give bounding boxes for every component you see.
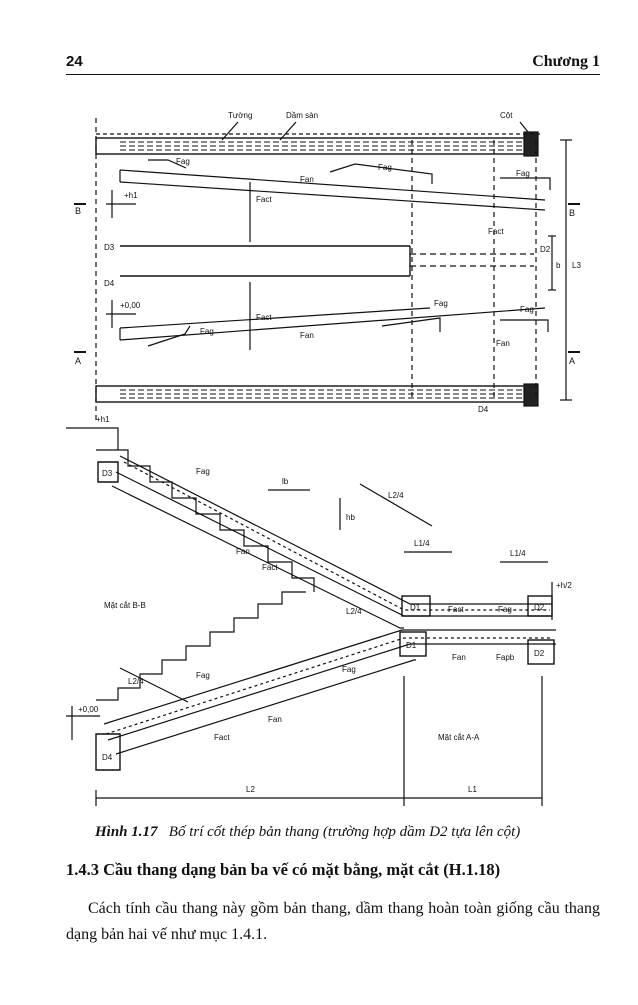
sec-l1-4-label-a: L1/4 [414,539,430,548]
section-aa-title: Mặt cắt A-A [438,733,480,742]
beam-d3-label: D3 [104,243,115,252]
body-paragraph: Cách tính cầu thang này gồm bản thang, d… [66,900,600,943]
figure-caption: Hình 1.17 Bố trí cốt thép bản thang (trư… [95,824,595,841]
sec-fag-label-3: Fag [342,665,356,674]
sec-l2-4-label-c: L2/4 [128,677,144,686]
sec-d3-label: D3 [102,469,113,478]
fan-label-2: Fan [300,331,314,340]
section-bb [66,427,553,629]
sec-fan-label-2: Fan [452,653,466,662]
plan-view [74,118,580,420]
sec-fact-label-2: Fact [448,605,464,614]
beam-d4-bottom-label: D4 [478,405,489,414]
fan-label-1: Fan [300,175,314,184]
sec-d1-label-b: D1 [406,641,417,650]
level-h1-label: +h1 [124,191,138,200]
fag-label-4: Fag [200,327,214,336]
section-heading: 1.4.3 Cầu thang dạng bản ba vế có mặt bằ… [66,860,501,879]
sec-hb-label: hb [346,513,355,522]
section-bb-title: Mặt cắt B-B [104,601,146,610]
sec-zero-label: +0,00 [78,705,99,714]
sec-h2-label: +h/2 [556,581,572,590]
fan-label-3: Fan [496,339,510,348]
fact-label-1: Fact [256,195,272,204]
dim-b-label: b [556,261,561,270]
wall-label: Tường [228,111,252,120]
figure-caption-text: Bố trí cốt thép bản thang (trường hợp dầ… [168,824,521,840]
beam-d4-label: D4 [104,279,115,288]
sec-lb-label: lb [282,477,289,486]
sec-fag-label-1: Fag [196,467,210,476]
chapter-title: Chương 1 [532,53,600,70]
sec-fact-label-3: Fact [214,733,230,742]
sec-l2-4-label-b: L2/4 [346,607,362,616]
sec-fag-label-4: Fag [196,671,210,680]
fag-label-3: Fag [516,169,530,178]
section-a-right: A [569,356,575,366]
sec-fan-label-3: Fan [268,715,282,724]
section-aa [66,591,556,806]
figure-number: Hình 1.17 [95,824,158,840]
fag-label-5: Fag [434,299,448,308]
sec-h1-label: +h1 [96,415,110,424]
sec-d2-label-a: D2 [534,603,545,612]
dim-l3-label: L3 [572,261,581,270]
sec-d1-label-a: D1 [410,603,421,612]
sec-fapb-label: Fapb [496,653,515,662]
dim-l1-label: L1 [468,785,477,794]
floor-beam-label: Dầm sàn [286,111,318,120]
section-b-right: B [569,208,575,218]
page-number: 24 [66,53,83,70]
page-header: 24 Chương 1 [66,48,600,75]
sec-d2-label-b: D2 [534,649,545,658]
section-a-left: A [75,356,81,366]
fag-label-6: Fag [520,305,534,314]
level-zero-label: +0,00 [120,301,141,310]
sec-fact-label-1: Fact [262,563,278,572]
fag-label-1: Fag [176,157,190,166]
section-b-left: B [75,206,81,216]
sec-fan-label-1: Fan [236,547,250,556]
sec-d4-label: D4 [102,753,113,762]
fag-label-2: Fag [378,163,392,172]
column-label: Cột [500,111,513,120]
fact-label-3: Fact [256,313,272,322]
fact-label-2: Fact [488,227,504,236]
sec-l1-4-label-b: L1/4 [510,549,526,558]
sec-fag-label-2: Fag [498,605,512,614]
beam-d2-label: D2 [540,245,551,254]
reinforcement-drawing: Tường Dầm sàn Cột Fag Fan Fag Fag Fact F… [66,111,581,806]
sec-l2-4-label-a: L2/4 [388,491,404,500]
dim-l2-label: L2 [246,785,255,794]
